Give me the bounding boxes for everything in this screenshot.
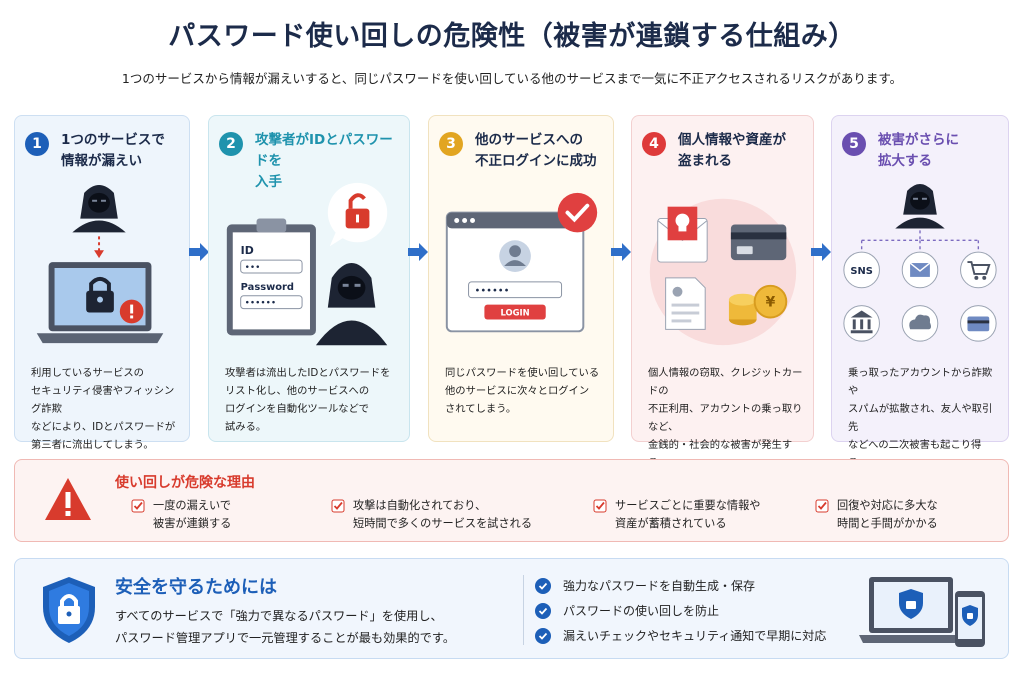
safety-tip: 漏えいチェックやセキュリティ通知で早期に対応	[535, 627, 826, 644]
reason-item: 一度の漏えいで被害が連鎖する	[131, 497, 231, 533]
step-description: 同じパスワードを使い回している他のサービスに次々とログインされてしまう。	[445, 367, 600, 415]
clipboard-icon: ID ••• Password ••••••	[226, 218, 316, 336]
step-4-card: 4 個人情報や資産が盗まれる ¥ 個人情報の窃取、クレジットカード	[631, 115, 814, 469]
step-description: 利用しているサービスのセキュリティ侵害やフィッシング詐欺などにより、IDとパスワ…	[31, 367, 176, 451]
check-circle-icon	[535, 627, 551, 644]
page-subtitle: 1つのサービスから情報が漏えいすると、同じパスワードを使い回している他のサービス…	[121, 71, 903, 86]
step-title: 他のサービスへの不正ログインに成功	[475, 132, 597, 169]
safety-title: 安全を守るためには	[115, 577, 277, 598]
step-3-card: 3 他のサービスへの不正ログインに成功 •••••• LOGIN 同じパスワード…	[428, 115, 614, 442]
coins-icon: ¥	[728, 284, 788, 326]
hacker-icon	[315, 263, 388, 346]
svg-text:•••: •••	[245, 263, 261, 273]
step-title: 攻撃者がIDとパスワードを入手	[255, 132, 393, 190]
warning-triangle-icon	[45, 478, 91, 520]
bank-icon	[843, 305, 880, 342]
login-button	[484, 304, 546, 320]
svg-text:¥: ¥	[766, 295, 776, 311]
warning-icon	[119, 299, 144, 324]
divider	[523, 575, 524, 645]
step-number: 1	[25, 132, 49, 156]
flow-arrow-icon	[611, 243, 631, 261]
success-check-icon	[557, 192, 598, 233]
mail-icon	[901, 251, 939, 289]
step-5-card: 5 被害がさらに拡大する SNS 乗っ取ったアカウントから詐欺やスパムが拡散され…	[831, 115, 1009, 469]
step-title: 1つのサービスで情報が漏えい	[61, 132, 165, 169]
devices-security-icon	[859, 577, 985, 647]
step-title: 個人情報や資産が盗まれる	[678, 132, 786, 169]
reason-item: 回復や対応に多大な時間と手間がかかる	[815, 497, 938, 533]
password-field	[468, 281, 563, 299]
danger-reasons-panel: 使い回しが危険な理由 一度の漏えいで被害が連鎖する 攻撃は自動化されており、短時…	[14, 459, 1009, 542]
spread-damage-illustration: SNS	[843, 183, 997, 342]
step-description: 乗っ取ったアカウントから詐欺やスパムが拡散され、友人や取引先などへの二次被害も起…	[848, 367, 993, 469]
speech-bubble-unlock-icon	[327, 182, 388, 247]
step-number: 3	[439, 132, 463, 156]
reason-item: 攻撃は自動化されており、短時間で多くのサービスを試される	[331, 497, 532, 533]
hacker-icon	[895, 183, 945, 229]
check-circle-icon	[535, 602, 551, 619]
step-description: 個人情報の窃取、クレジットカードの不正利用、アカウントの乗っ取りなど、金銭的・社…	[648, 367, 803, 469]
step-number: 2	[219, 132, 243, 156]
flow-arrow-icon	[408, 243, 428, 261]
credit-card-icon	[730, 224, 787, 261]
stolen-assets-illustration: ¥	[649, 198, 797, 346]
reasons-title: 使い回しが危険な理由	[115, 475, 255, 491]
svg-text:••••••: ••••••	[245, 299, 277, 309]
svg-text:••••••: ••••••	[475, 286, 510, 297]
login-window-illustration: •••••• LOGIN	[445, 192, 598, 333]
page-title: パスワード使い回しの危険性（被害が連鎖する仕組み）	[168, 21, 856, 52]
check-icon	[593, 499, 607, 513]
envelope-skull-icon	[657, 206, 708, 263]
data-leak-illustration	[36, 184, 164, 344]
spread-lines	[860, 230, 980, 251]
document-icon	[665, 277, 706, 330]
reason-item: サービスごとに重要な情報や資産が蓄積されている	[593, 497, 760, 533]
step-description: 攻撃者は流出したIDとパスワードをリスト化し、他のサービスへのログインを自動化ツ…	[225, 367, 391, 433]
check-icon	[131, 499, 145, 513]
browser-window	[445, 211, 585, 333]
flow-arrow-icon	[811, 243, 831, 261]
step-1-card: 1 1つのサービスで情報が漏えい 利用しているサービスのセキュリティ	[14, 115, 190, 451]
check-icon	[331, 499, 345, 513]
card-icon	[960, 305, 997, 342]
check-circle-icon	[535, 577, 551, 594]
step-title: 被害がさらに拡大する	[878, 132, 959, 169]
cloud-icon	[901, 305, 939, 342]
svg-text:ID: ID	[241, 244, 254, 257]
lock-icon	[86, 276, 114, 313]
safety-panel: 安全を守るためには すべてのサービスで「強力で異なるパスワード」を使用し、パスワ…	[14, 558, 1009, 659]
step-number: 4	[642, 132, 666, 156]
check-icon	[815, 499, 829, 513]
svg-text:SNS: SNS	[850, 266, 873, 277]
cart-icon	[960, 251, 997, 289]
svg-text:LOGIN: LOGIN	[500, 307, 529, 317]
shield-lock-icon	[43, 577, 95, 643]
svg-text:Password: Password	[241, 282, 294, 293]
user-icon	[499, 240, 531, 272]
flow-arrow-icon	[189, 243, 209, 261]
sns-icon: SNS	[843, 251, 880, 289]
safety-tip: パスワードの使い回しを防止	[535, 602, 719, 619]
credentials-illustration: ID ••• Password ••••••	[226, 182, 388, 346]
safety-tip: 強力なパスワードを自動生成・保存	[535, 577, 755, 594]
step-2-card: 2 攻撃者がIDとパスワードを入手 ID ••• Password ••••••	[208, 115, 410, 442]
safety-text: すべてのサービスで「強力で異なるパスワード」を使用し、パスワード管理アプリで一元…	[115, 609, 456, 645]
hacker-icon	[72, 184, 126, 233]
step-number: 5	[842, 132, 866, 156]
